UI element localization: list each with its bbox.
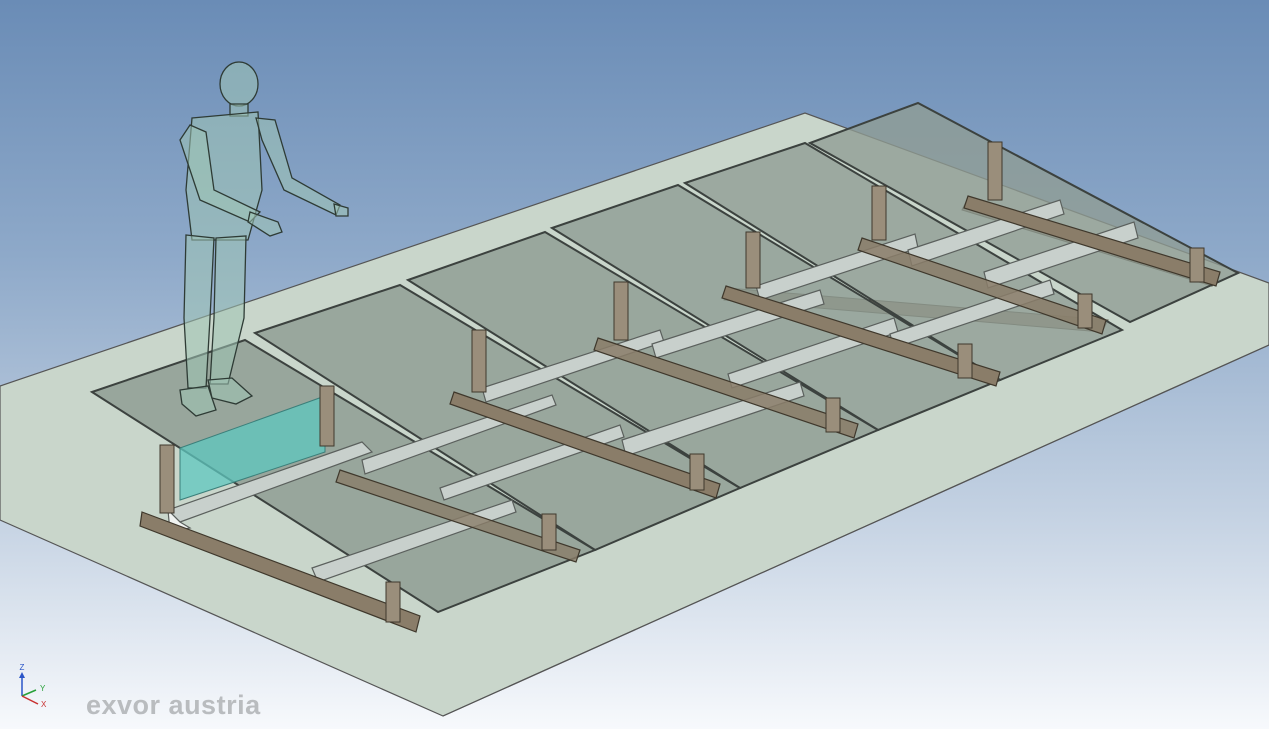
post-1 (159, 444, 175, 514)
mannequin-left-foot (179, 385, 217, 417)
post-2 (319, 385, 335, 447)
post-5 (745, 231, 761, 289)
post-3 (471, 329, 487, 393)
post-front-3 (689, 453, 705, 491)
rail-1 (139, 511, 421, 633)
mannequin-hand-left (247, 211, 283, 237)
mannequin-head (219, 61, 259, 107)
mannequin-right-arm (255, 117, 341, 216)
post-6 (871, 185, 887, 241)
cross-rails (139, 195, 1221, 633)
post-7 (987, 141, 1003, 201)
human-mannequin (179, 61, 349, 417)
post-front-4 (825, 397, 841, 433)
rail-4 (593, 337, 859, 439)
axis-x-label: X (41, 700, 47, 709)
post-4 (613, 281, 629, 341)
axis-z-label: Z (20, 663, 25, 672)
axis-x-line (21, 695, 39, 705)
rail-2 (335, 469, 581, 563)
rail-3 (449, 391, 721, 499)
mannequin-hand-right (333, 203, 349, 217)
rail-5 (721, 285, 1001, 387)
post-front-5 (957, 343, 973, 379)
support-posts (159, 141, 1205, 623)
mannequin-right-foot (207, 377, 254, 405)
watermark-text: exvor austria (86, 690, 261, 720)
axis-z-arrow (19, 672, 25, 678)
shadow-area (179, 395, 326, 501)
post-front-7 (1189, 247, 1205, 283)
post-front-6 (1077, 293, 1093, 329)
post-front-2 (541, 513, 557, 551)
rail-7 (963, 195, 1221, 287)
axis-triad: Z Y X (19, 663, 47, 709)
axis-y-label: Y (40, 684, 46, 693)
post-front-1 (385, 581, 401, 623)
axis-y-line (21, 689, 37, 697)
ground-edge-front (442, 344, 1269, 717)
rail-6 (857, 237, 1107, 335)
